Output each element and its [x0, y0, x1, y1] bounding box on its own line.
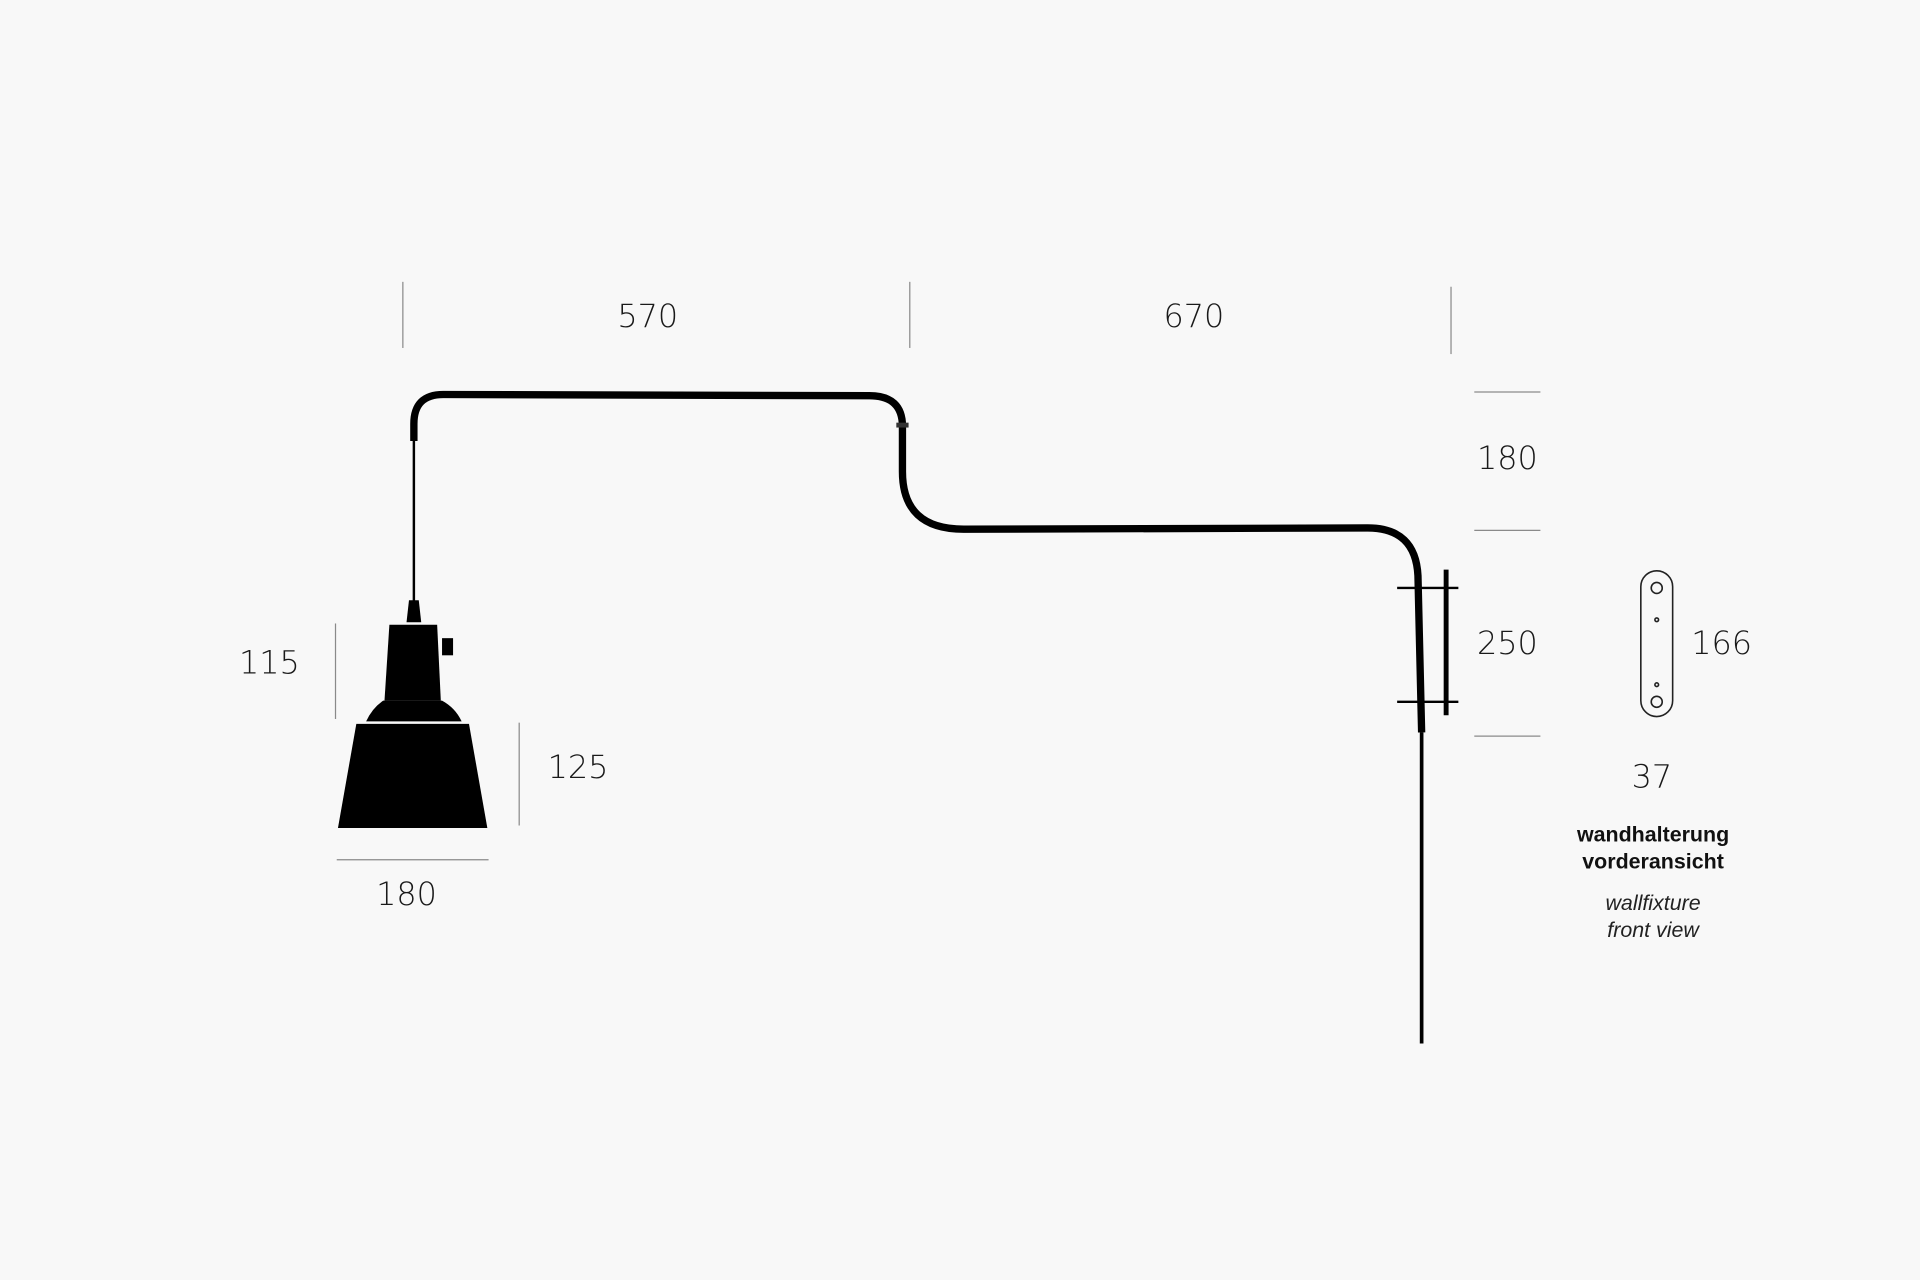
dim-arm-drop: 180: [1477, 439, 1538, 477]
wall-bracket: [1397, 569, 1459, 716]
dim-shade-width: 180: [376, 875, 437, 913]
lamp-arm: [410, 390, 1426, 733]
dim-shade-height: 125: [548, 748, 609, 786]
label-en-line2: front view: [1607, 918, 1700, 942]
top-dimension-guides: [402, 281, 1452, 355]
dim-arm-right: 670: [1163, 297, 1224, 335]
label-en-line1: wallfixture: [1605, 891, 1700, 915]
dim-bracket-height: 250: [1477, 624, 1538, 662]
dim-plate-height: 166: [1691, 624, 1752, 662]
label-de-line2: vorderansicht: [1582, 849, 1724, 873]
right-dimension-guides: [1474, 391, 1541, 737]
dim-plate-width: 37: [1632, 758, 1673, 796]
lamp-shade: [337, 600, 488, 828]
dim-lamp-neck: 115: [239, 644, 300, 682]
label-de-line1: wandhalterung: [1576, 822, 1729, 846]
wall-plate-front-view: [1640, 570, 1674, 718]
arm-joint: [896, 422, 909, 428]
dim-arm-left: 570: [617, 297, 678, 335]
